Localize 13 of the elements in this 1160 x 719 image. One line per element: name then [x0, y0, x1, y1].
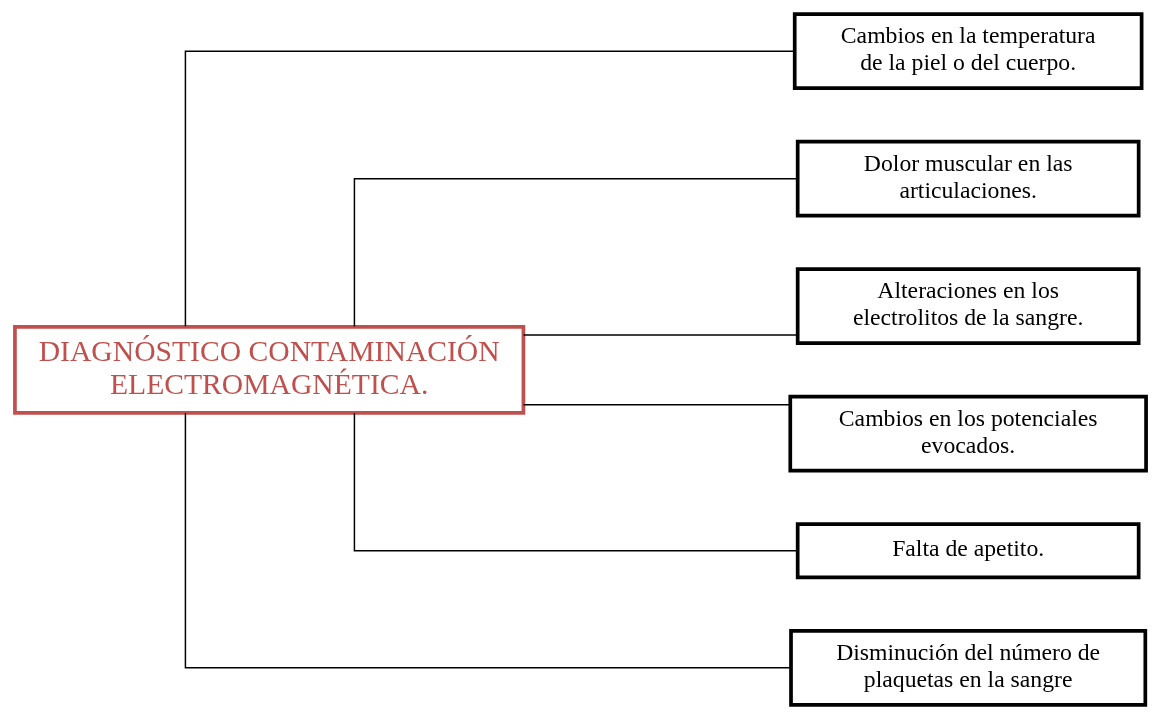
- node-box: Falta de apetito.: [795, 522, 1140, 580]
- node-box: Cambios en la temperatura de la piel o del cuerpo.: [792, 12, 1143, 91]
- connector: [353, 412, 798, 552]
- connector: [522, 334, 798, 336]
- connector: [522, 404, 791, 406]
- node-box: Cambios en los potenciales evocados.: [787, 394, 1148, 473]
- node-box: DIAGNÓSTICO CONTAMINACIÓN ELECTROMAGNÉTICA.: [12, 325, 525, 415]
- node-box: Disminución del número de plaquetas en la sangre: [788, 628, 1147, 707]
- node-box: Alteraciones en los electrolitos de la sangre.: [795, 267, 1140, 346]
- connector: [184, 50, 795, 327]
- connector: [353, 177, 798, 328]
- connector: [184, 412, 791, 669]
- node-box: Dolor muscular en las articulaciones.: [795, 139, 1140, 218]
